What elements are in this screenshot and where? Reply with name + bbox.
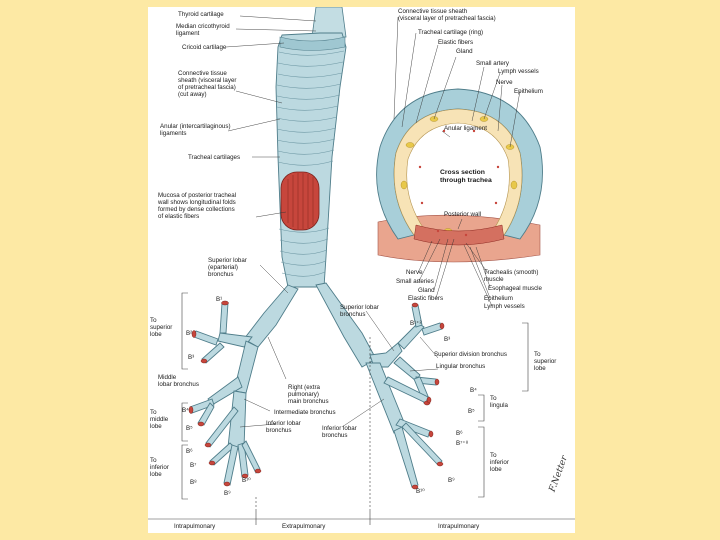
segment-left-b4: B⁴ xyxy=(470,387,477,394)
label-nerve-top: Nerve xyxy=(496,79,513,86)
region-intrapulmonary-right: Intrapulmonary xyxy=(438,523,480,530)
cross-section xyxy=(376,88,543,263)
label-tracheal-cartilage-ring: Tracheal cartilage (ring) xyxy=(418,29,484,36)
b10-branch-left xyxy=(393,426,419,488)
segment-left-b9: B⁹ xyxy=(448,477,455,484)
label-to-superior-lobe-right: To superior lobe xyxy=(534,351,557,372)
label-lymph-vessels-top: Lymph vessels xyxy=(498,68,539,75)
label-cricoid-cartilage: Cricoid cartilage xyxy=(182,44,227,51)
label-gland-top: Gland xyxy=(456,48,473,55)
label-superior-lobar-right: Superior lobar (eparterial) bronchus xyxy=(208,257,247,278)
region-extrapulmonary: Extrapulmonary xyxy=(282,523,326,530)
label-posterior-wall: Posterior wall xyxy=(444,211,482,218)
label-esophageal-muscle: Esophageal muscle xyxy=(488,285,543,292)
label-connective-sheath-left: Connective tissue sheath (visceral layer… xyxy=(178,70,237,98)
right-branch-ends xyxy=(188,300,262,487)
label-elastic-fibers-bottom: Elastic fibers xyxy=(408,295,444,302)
segment-left-b5: B⁵ xyxy=(468,408,475,415)
label-mucosa-note: Mucosa of posterior tracheal wall shows … xyxy=(158,192,237,220)
superior-division-shape xyxy=(397,322,425,350)
label-elastic-fibers-top: Elastic fibers xyxy=(438,39,474,46)
b1-branch-right xyxy=(219,302,229,334)
label-epithelium-bottom: Epithelium xyxy=(484,295,513,302)
label-right-main-bronchus: Right (extra pulmonary) main bronchus xyxy=(288,384,329,405)
label-small-artery: Small artery xyxy=(476,60,510,67)
posterior-wall-window xyxy=(280,171,320,231)
segment-right-b2: B² xyxy=(186,330,193,337)
cross-section-dots xyxy=(418,129,500,237)
mucosa-ring xyxy=(393,108,523,236)
label-anular-ligaments: Anular (intercartilaginous) ligaments xyxy=(160,123,231,137)
label-inferior-lobar-left: Inferior lobar bronchus xyxy=(322,425,357,439)
b3-branch-right xyxy=(201,342,225,364)
label-gland-bottom: Gland xyxy=(418,287,435,294)
segment-left-b12: B¹⁺² xyxy=(410,320,422,327)
right-bronchial-tree xyxy=(189,284,299,486)
left-bronchial-tree xyxy=(315,282,443,488)
label-to-inferior-lobe-right: To inferior lobe xyxy=(490,452,509,473)
segment-left-b6: B⁶ xyxy=(456,430,463,437)
left-main-bronchus xyxy=(315,282,377,368)
label-median-cricothyroid: Median cricothyroid ligament xyxy=(176,23,230,37)
segment-right-b3: B³ xyxy=(188,354,195,361)
label-small-arteries: Small arteries xyxy=(396,278,434,285)
region-scale xyxy=(148,337,575,525)
label-intermediate-bronchus: Intermediate bronchus xyxy=(274,409,336,416)
label-to-superior-lobe-left: To superior lobe xyxy=(150,317,173,338)
label-middle-lobar-bronchus: Middle lobar bronchus xyxy=(158,374,199,388)
label-superior-division: Superior division bronchus xyxy=(434,351,507,358)
segment-right-b5: B⁵ xyxy=(186,425,193,432)
segment-right-b7: B⁷ xyxy=(190,462,197,469)
label-cross-section: Cross section through trachea xyxy=(440,169,492,184)
label-to-lingula: To lingula xyxy=(490,395,508,409)
lingular-shape xyxy=(393,356,421,382)
b2-branch-right xyxy=(193,330,219,346)
mucosal-folds xyxy=(287,173,314,229)
segment-left-b3: B³ xyxy=(444,336,451,343)
b6-branch-right xyxy=(205,406,239,448)
segment-right-b4: B⁴ xyxy=(182,407,189,414)
region-intrapulmonary-left: Intrapulmonary xyxy=(174,523,216,530)
label-nerve-bottom: Nerve xyxy=(406,269,423,276)
cricoid-band xyxy=(279,36,346,51)
brackets xyxy=(181,292,529,500)
segment-left-b10: B¹⁰ xyxy=(416,488,425,495)
label-lymph-vessels-bottom: Lymph vessels xyxy=(484,303,525,310)
label-trachealis-muscle: Trachealis (smooth) muscle xyxy=(484,269,539,283)
b10-branch-right xyxy=(241,440,261,474)
segment-right-b9: B⁹ xyxy=(224,490,231,497)
label-to-middle-lobe: To middle lobe xyxy=(150,409,169,430)
label-inferior-lobar-right: Inferior lobar bronchus xyxy=(266,420,301,434)
segment-right-b8: B⁸ xyxy=(190,479,197,486)
illustration-plate: Thyroid cartilage Median cricothyroid li… xyxy=(148,7,575,533)
label-superior-lobar-left: Superior lobar bronchus xyxy=(340,304,379,318)
segment-right-b1: B¹ xyxy=(216,296,223,303)
posterior-wall-band xyxy=(413,224,505,246)
leader-lines xyxy=(225,15,521,428)
segment-right-b10: B¹⁰ xyxy=(242,477,251,484)
larynx xyxy=(311,7,347,38)
segment-right-b6: B⁶ xyxy=(186,448,193,455)
segment-left-b78: B⁷⁺⁸ xyxy=(456,440,469,447)
right-main-bronchus xyxy=(243,284,299,348)
left-branch-ends xyxy=(411,302,445,490)
label-to-inferior-lobe-left: To inferior lobe xyxy=(150,457,169,478)
tracheal-rings xyxy=(276,50,345,277)
label-thyroid-cartilage: Thyroid cartilage xyxy=(178,11,224,18)
trachea-tube xyxy=(275,32,347,288)
b3-branch-left xyxy=(421,322,443,336)
label-epithelium-top: Epithelium xyxy=(514,88,543,95)
label-connective-sheath-right: Connective tissue sheath (visceral layer… xyxy=(398,8,496,22)
label-tracheal-cartilages: Tracheal cartilages xyxy=(188,154,241,161)
trachea-bronchi-illustration xyxy=(148,7,575,525)
label-anular-ligament: Anular ligament xyxy=(444,125,487,132)
trachea xyxy=(275,7,347,288)
b9-branch-left xyxy=(401,422,443,466)
label-lingular-bronchus: Lingular bronchus xyxy=(436,363,486,370)
